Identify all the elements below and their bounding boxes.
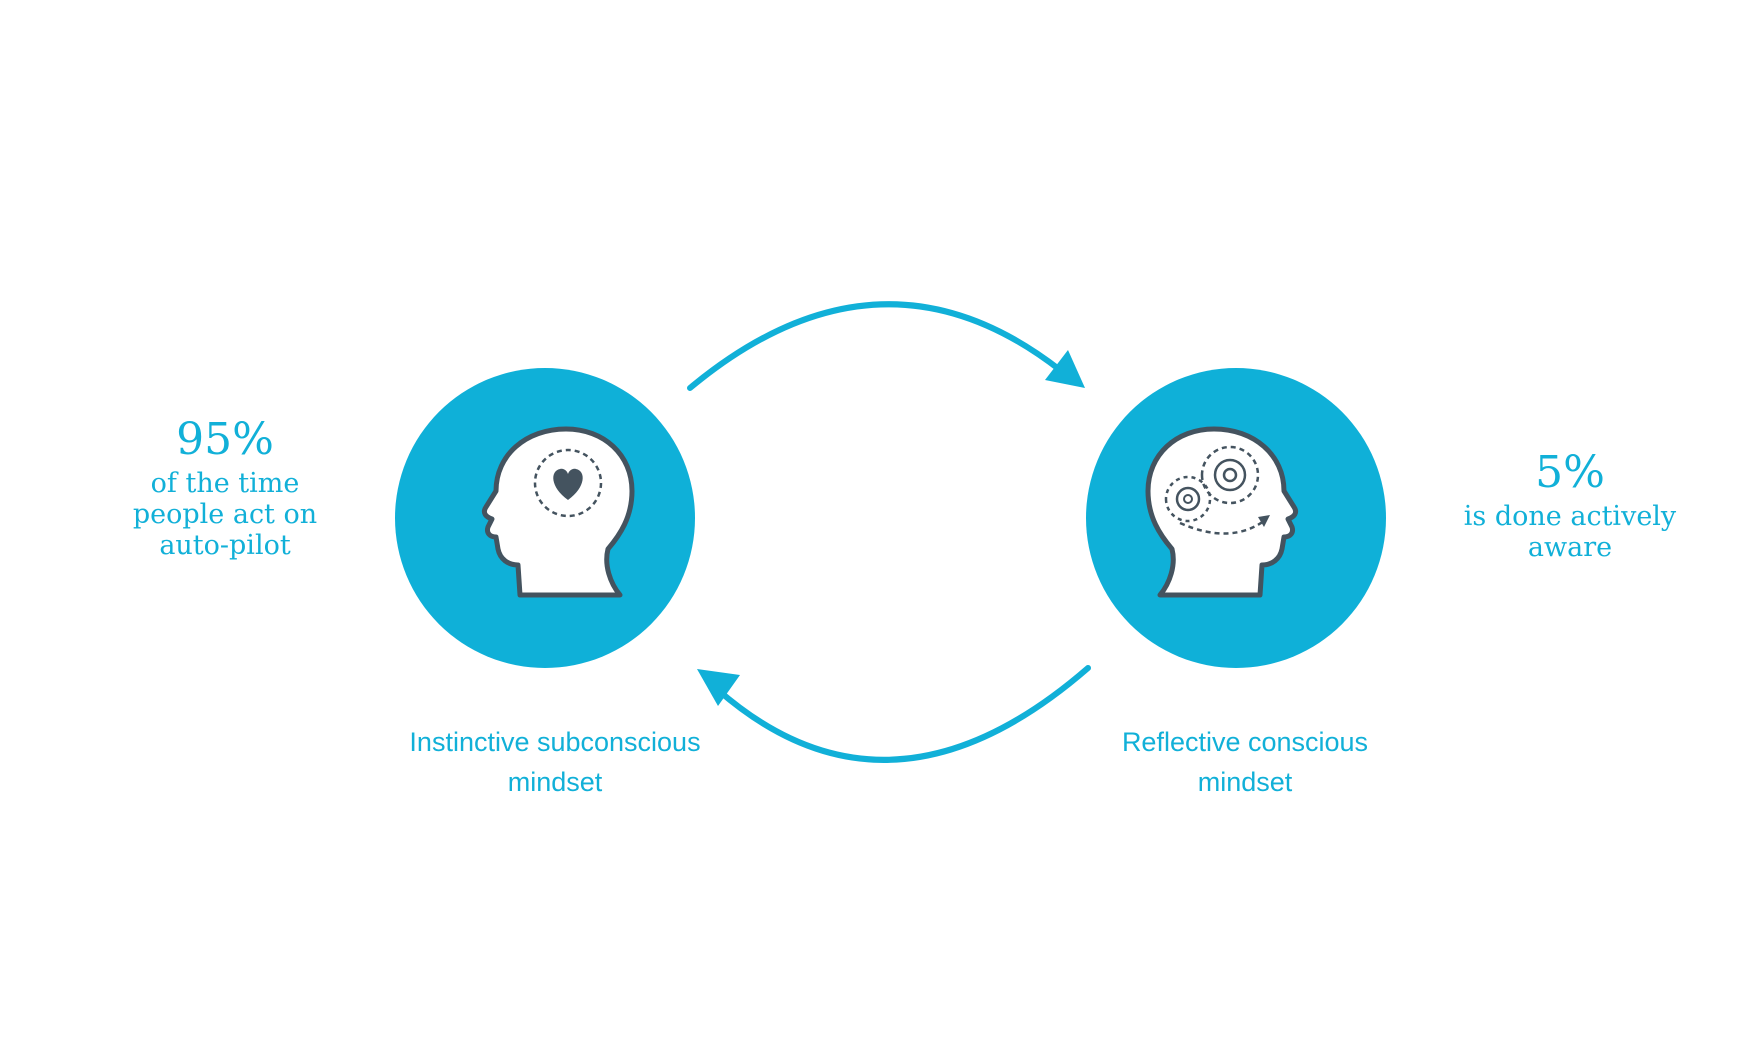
left-stat-line: of the time bbox=[150, 467, 300, 499]
forward-arrowhead bbox=[1045, 350, 1085, 388]
right-caption-line: mindset bbox=[1197, 767, 1293, 797]
right-stat: 5% is done actively aware bbox=[1440, 447, 1700, 563]
right-caption-line: Reflective conscious bbox=[1121, 727, 1369, 757]
forward-arrow bbox=[687, 301, 1063, 391]
head-gears-icon bbox=[1145, 426, 1299, 598]
right-caption: Reflective conscious mindset bbox=[1055, 722, 1435, 802]
left-stat: 95% of the time people act on auto-pilot bbox=[95, 414, 355, 561]
left-stat-value: 95% bbox=[176, 414, 274, 465]
left-stat-line: auto-pilot bbox=[159, 529, 291, 561]
right-stat-value: 5% bbox=[1535, 447, 1605, 498]
left-caption-line: Instinctive subconscious bbox=[409, 727, 701, 757]
left-stat-line: people act on bbox=[132, 498, 318, 530]
backward-arrowhead bbox=[697, 669, 740, 706]
head-heart-icon bbox=[481, 426, 635, 598]
right-stat-line: is done actively bbox=[1463, 500, 1677, 532]
left-caption-line: mindset bbox=[507, 767, 603, 797]
left-caption: Instinctive subconscious mindset bbox=[365, 722, 745, 802]
right-stat-line: aware bbox=[1527, 531, 1613, 563]
backward-arrow bbox=[715, 665, 1091, 763]
